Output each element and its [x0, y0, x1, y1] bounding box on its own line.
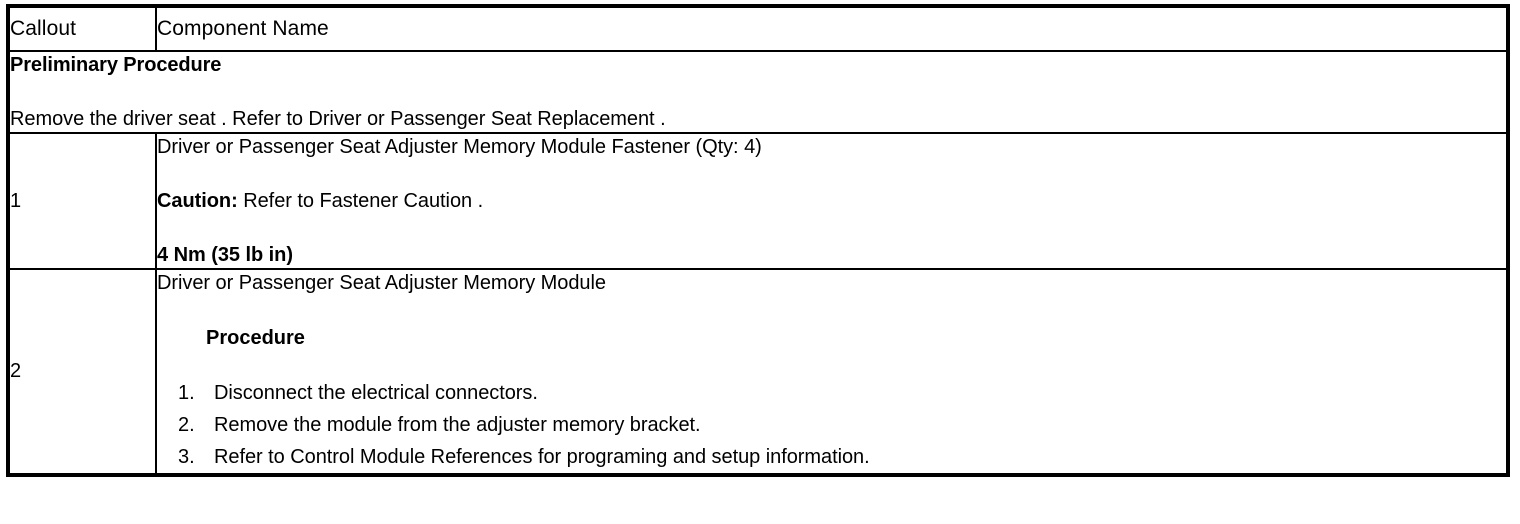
column-header-callout: Callout — [7, 5, 157, 52]
callout-number-2: 2 — [7, 268, 157, 476]
table-header-row: Callout Component Name — [7, 5, 1509, 52]
step-text: Refer to Control Module References for p… — [214, 446, 870, 468]
column-header-component-name: Component Name — [155, 5, 1509, 52]
component-cell-2: Driver or Passenger Seat Adjuster Memory… — [155, 268, 1509, 476]
step-number: 3. — [178, 446, 195, 468]
table-header: Callout Component Name — [7, 5, 1509, 52]
preliminary-procedure-row: Preliminary Procedure Remove the driver … — [7, 50, 1509, 134]
list-item: 1. Disconnect the electrical connectors. — [178, 377, 1506, 409]
component-cell-1: Driver or Passenger Seat Adjuster Memory… — [155, 132, 1509, 270]
table-body: Preliminary Procedure Remove the driver … — [7, 50, 1509, 476]
procedure-step-list: 1.Disconnect the electrical connectors. … — [157, 377, 1506, 473]
torque-spec-1: 4 Nm (35 lb in) — [157, 244, 293, 266]
procedure-heading: Procedure — [206, 327, 305, 349]
component-name-1: Driver or Passenger Seat Adjuster Memory… — [157, 136, 762, 158]
step-text: Remove the module from the adjuster memo… — [214, 414, 701, 436]
component-name-2: Driver or Passenger Seat Adjuster Memory… — [157, 272, 606, 294]
caution-label: Caution: — [157, 190, 238, 212]
preliminary-procedure-title: Preliminary Procedure — [10, 54, 222, 76]
preliminary-procedure-text: Remove the driver seat . Refer to Driver… — [10, 108, 666, 130]
list-item: 2. Remove the module from the adjuster me… — [178, 409, 1506, 441]
list-item: 3. Refer to Control Module References for… — [178, 441, 1506, 473]
step-number: 1. — [178, 382, 195, 404]
caution-line-1: Caution: Refer to Fastener Caution . — [157, 188, 1506, 214]
table-row: 2 Driver or Passenger Seat Adjuster Memo… — [7, 268, 1509, 476]
service-procedure-table-container: Callout Component Name Preliminary Proce… — [6, 4, 1510, 477]
callout-number-1: 1 — [7, 132, 157, 270]
caution-text: Refer to Fastener Caution . — [243, 190, 484, 212]
step-text: Disconnect the electrical connectors. — [214, 382, 538, 404]
step-number: 2. — [178, 414, 195, 436]
service-procedure-table: Callout Component Name Preliminary Proce… — [6, 4, 1510, 477]
table-row: 1 Driver or Passenger Seat Adjuster Memo… — [7, 132, 1509, 270]
preliminary-procedure-cell: Preliminary Procedure Remove the driver … — [7, 50, 1509, 134]
